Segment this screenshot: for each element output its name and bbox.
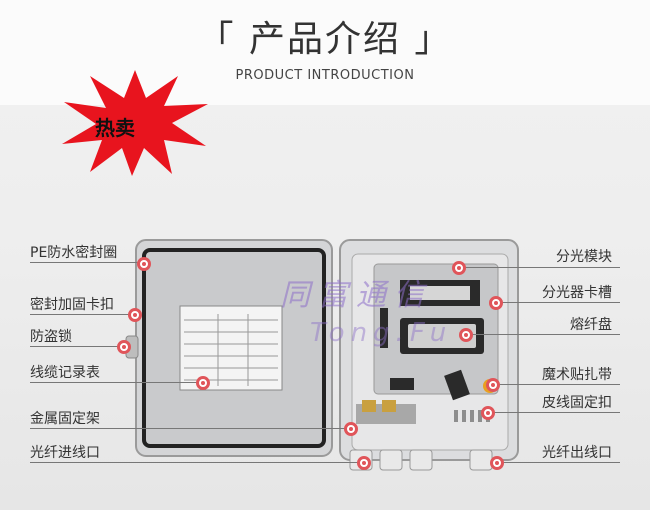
hot-sale-starburst-icon — [62, 70, 208, 176]
marker-fiber-inlet — [357, 456, 371, 470]
leader-line — [488, 412, 620, 413]
leader-line — [30, 262, 142, 263]
leader-line — [498, 462, 620, 463]
title-text: 「 产品介绍 」 — [197, 19, 453, 60]
fiber-distribution-box-image — [125, 239, 519, 471]
hot-sale-badge-text: 热卖 — [95, 116, 135, 140]
watermark-text: 同富通信 — [280, 278, 432, 313]
leader-line — [30, 314, 134, 315]
marker-metal-bracket — [344, 422, 358, 436]
label-fiber-outlet: 光纤出线口 — [542, 445, 612, 461]
label-anti-theft-lock: 防盗锁 — [30, 329, 72, 345]
label-splitter-module: 分光模块 — [556, 249, 612, 265]
label-seal-clasp: 密封加固卡扣 — [30, 297, 114, 313]
label-drop-cable-clamp: 皮线固定扣 — [542, 395, 612, 411]
marker-splice-tray — [459, 328, 473, 342]
leader-line — [30, 428, 350, 429]
marker-splitter-module — [452, 261, 466, 275]
header-band — [0, 0, 650, 105]
page-subtitle: PRODUCT INTRODUCTION — [235, 68, 415, 83]
marker-velcro-strap — [486, 378, 500, 392]
marker-fiber-outlet — [490, 456, 504, 470]
label-splice-tray: 熔纤盘 — [570, 317, 612, 333]
marker-splitter-slot — [489, 296, 503, 310]
marker-pe-seal — [137, 257, 151, 271]
marker-anti-theft-lock — [117, 340, 131, 354]
watermark-text-latin: Tong.Fu — [310, 318, 453, 348]
label-fiber-inlet: 光纤进线口 — [30, 445, 100, 461]
leader-line — [30, 462, 362, 463]
leader-line — [30, 346, 124, 347]
leader-line — [30, 382, 200, 383]
label-metal-bracket: 金属固定架 — [30, 411, 100, 427]
label-splitter-slot: 分光器卡槽 — [542, 285, 612, 301]
page-title: 「 产品介绍 」 — [0, 10, 650, 62]
marker-cable-record — [196, 376, 210, 390]
leader-line — [466, 334, 620, 335]
leader-line — [462, 267, 620, 268]
label-velcro-strap: 魔术贴扎带 — [542, 367, 612, 383]
marker-seal-clasp — [128, 308, 142, 322]
leader-line — [494, 384, 620, 385]
marker-drop-cable-clamp — [481, 406, 495, 420]
label-pe-seal: PE防水密封圈 — [30, 245, 118, 261]
leader-line — [496, 302, 620, 303]
label-cable-record: 线缆记录表 — [30, 365, 100, 381]
